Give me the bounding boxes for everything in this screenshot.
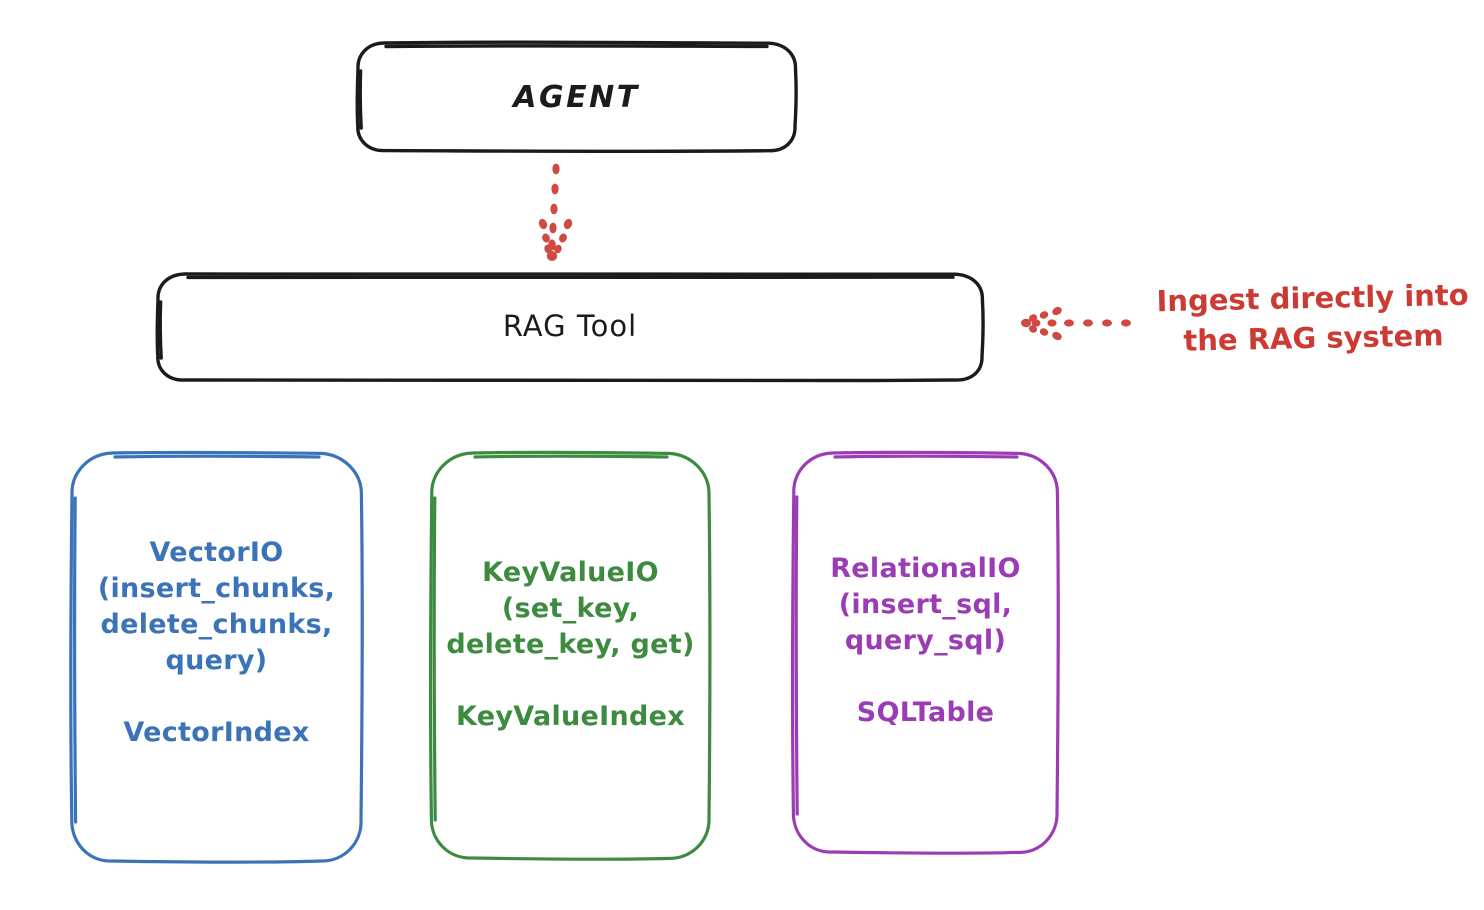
agent-node[interactable]: AGENT xyxy=(355,40,798,154)
agent-label: AGENT xyxy=(513,79,640,115)
rag-tool-label: RAG Tool xyxy=(502,309,638,344)
rag-tool-node[interactable]: RAG Tool xyxy=(155,271,985,383)
vector-io-label: VectorIO (insert_chunks, delete_chunks, … xyxy=(97,537,336,748)
ingest-to-rag-tool-arrow xyxy=(1021,306,1131,341)
relational-io-node[interactable]: RelationalIO (insert_sql, query_sql) SQL… xyxy=(790,450,1061,856)
relational-io-label: RelationalIO (insert_sql, query_sql) SQL… xyxy=(830,553,1021,728)
key-value-io-label: KeyValueIO (set_key, delete_key, get) Ke… xyxy=(446,557,695,732)
key-value-io-node[interactable]: KeyValueIO (set_key, delete_key, get) Ke… xyxy=(428,450,713,862)
vector-io-node[interactable]: VectorIO (insert_chunks, delete_chunks, … xyxy=(68,450,365,865)
ingest-annotation-label: Ingest directly into the RAG system xyxy=(1156,277,1469,358)
agent-to-rag-tool-arrow xyxy=(538,163,573,261)
